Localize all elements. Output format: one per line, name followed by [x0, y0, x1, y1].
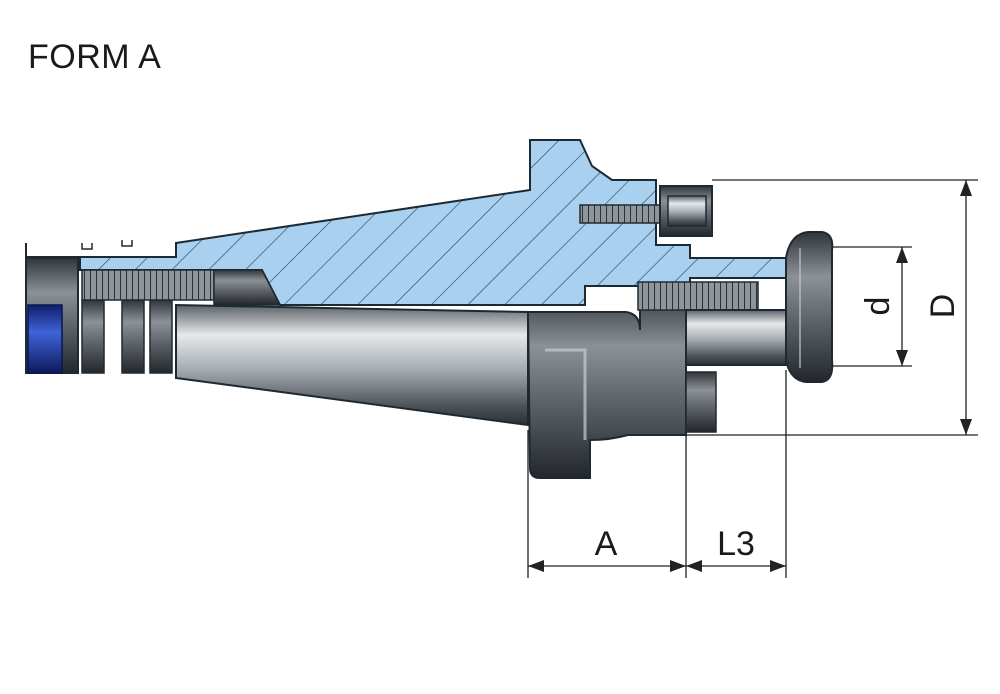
taper-shank — [175, 303, 529, 427]
nose-groove-3 — [149, 299, 173, 374]
thread-relief — [213, 269, 282, 306]
page-title: FORM A — [28, 38, 162, 76]
dim-label-D: D — [924, 294, 962, 319]
blue-ring — [27, 304, 63, 374]
bore-thread — [637, 281, 759, 311]
flange-collar — [526, 289, 687, 479]
dim-label-d: d — [859, 297, 897, 316]
nose-groove-1 — [81, 299, 105, 374]
internal-thread — [81, 269, 215, 301]
screw-head — [667, 195, 707, 227]
set-screw — [579, 204, 661, 224]
dimension-arrows — [528, 180, 972, 572]
dimension-lines — [527, 179, 978, 578]
arbor-screw — [785, 231, 834, 383]
dim-label-A: A — [595, 525, 618, 563]
dim-label-L3: L3 — [717, 525, 755, 563]
drive-key — [685, 371, 717, 433]
flange-highlight — [545, 348, 587, 440]
nose-groove-2 — [121, 299, 145, 374]
pilot-arbor — [685, 309, 787, 366]
taper-notches — [81, 240, 133, 250]
